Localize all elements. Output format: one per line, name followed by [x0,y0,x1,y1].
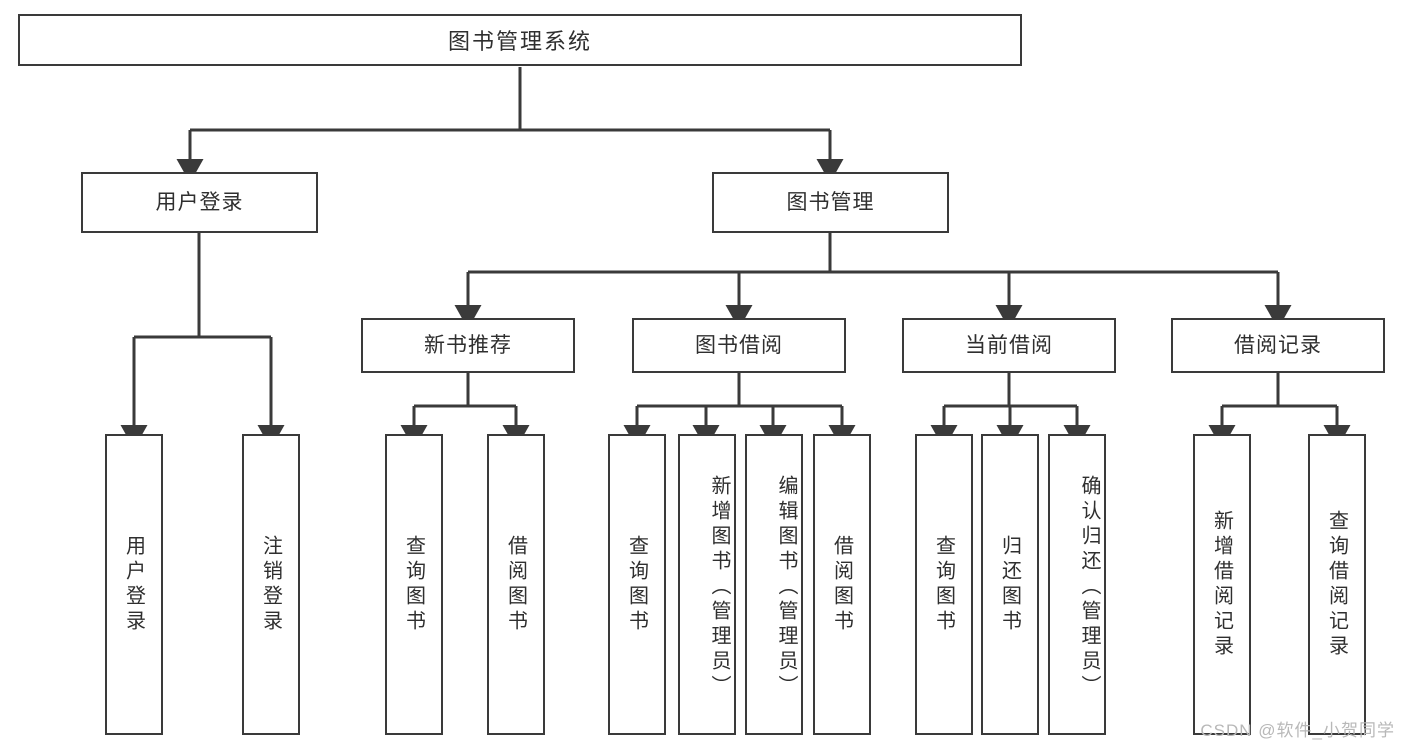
leaf-borrow-edit-book-admin[interactable]: 编辑图书（管理员） [745,434,803,735]
node-book-management[interactable]: 图书管理 [712,172,949,233]
leaf-new-book-borrow[interactable]: 借阅图书 [487,434,545,735]
node-book-borrow[interactable]: 图书借阅 [632,318,846,373]
leaf-user-login-login[interactable]: 用户登录 [105,434,163,735]
leaf-current-return-book[interactable]: 归还图书 [981,434,1039,735]
leaf-borrow-query-book[interactable]: 查询图书 [608,434,666,735]
leaf-borrow-borrow-book[interactable]: 借阅图书 [813,434,871,735]
node-root[interactable]: 图书管理系统 [18,14,1022,66]
leaf-current-confirm-return-admin[interactable]: 确认归还（管理员） [1048,434,1106,735]
node-new-book-recommend[interactable]: 新书推荐 [361,318,575,373]
leaf-record-query[interactable]: 查询借阅记录 [1308,434,1366,735]
leaf-user-login-logout[interactable]: 注销登录 [242,434,300,735]
leaf-new-book-query[interactable]: 查询图书 [385,434,443,735]
node-borrow-record[interactable]: 借阅记录 [1171,318,1385,373]
leaf-current-query-book[interactable]: 查询图书 [915,434,973,735]
leaf-record-add[interactable]: 新增借阅记录 [1193,434,1251,735]
leaf-borrow-add-book-admin[interactable]: 新增图书（管理员） [678,434,736,735]
node-current-borrow[interactable]: 当前借阅 [902,318,1116,373]
node-user-login[interactable]: 用户登录 [81,172,318,233]
